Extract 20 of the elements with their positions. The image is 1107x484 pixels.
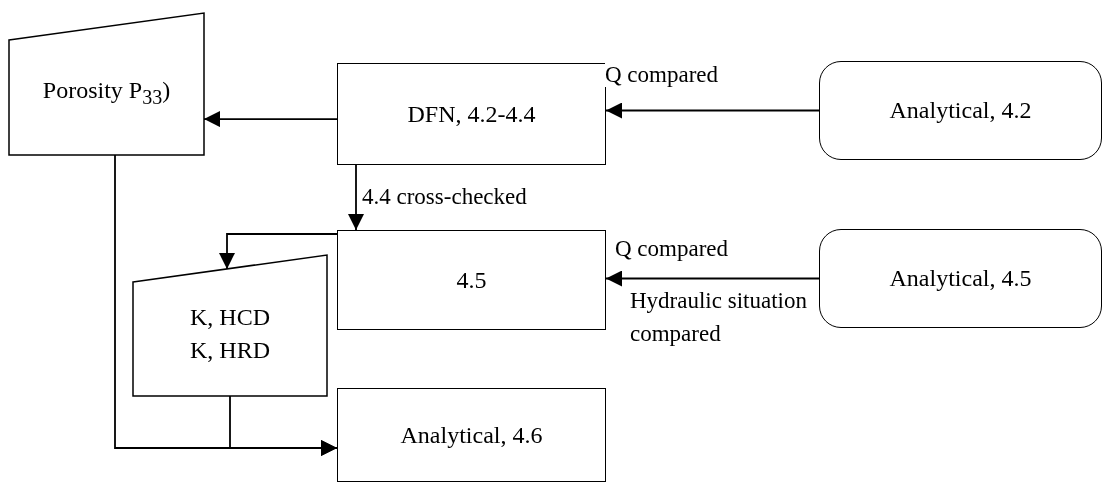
note-text: Hydraulic situation compared — [630, 287, 808, 349]
node-text: Analytical, 4.5 — [889, 264, 1032, 294]
arrow — [114, 154, 338, 456]
node-text: DFN, 4.2-4.4 — [407, 99, 536, 129]
process-box — [337, 63, 606, 165]
node-text: Analytical, 4.6 — [400, 420, 543, 450]
node-text: Analytical, 4.2 — [889, 96, 1032, 126]
process-box — [337, 230, 606, 330]
node-text: K, HRD — [190, 335, 270, 365]
node-text: K, HCD — [190, 303, 270, 333]
arrow — [348, 164, 364, 231]
arrow — [605, 270, 820, 287]
arrow — [219, 233, 338, 270]
node-text: 4.5 — [456, 265, 487, 295]
rounded-box — [819, 229, 1102, 328]
arrow — [605, 102, 820, 119]
node-text: Porosity P$_{33}$) — [42, 75, 171, 110]
edge-label: Q compared — [605, 62, 719, 88]
rounded-box — [819, 61, 1102, 160]
process-box — [337, 388, 606, 482]
